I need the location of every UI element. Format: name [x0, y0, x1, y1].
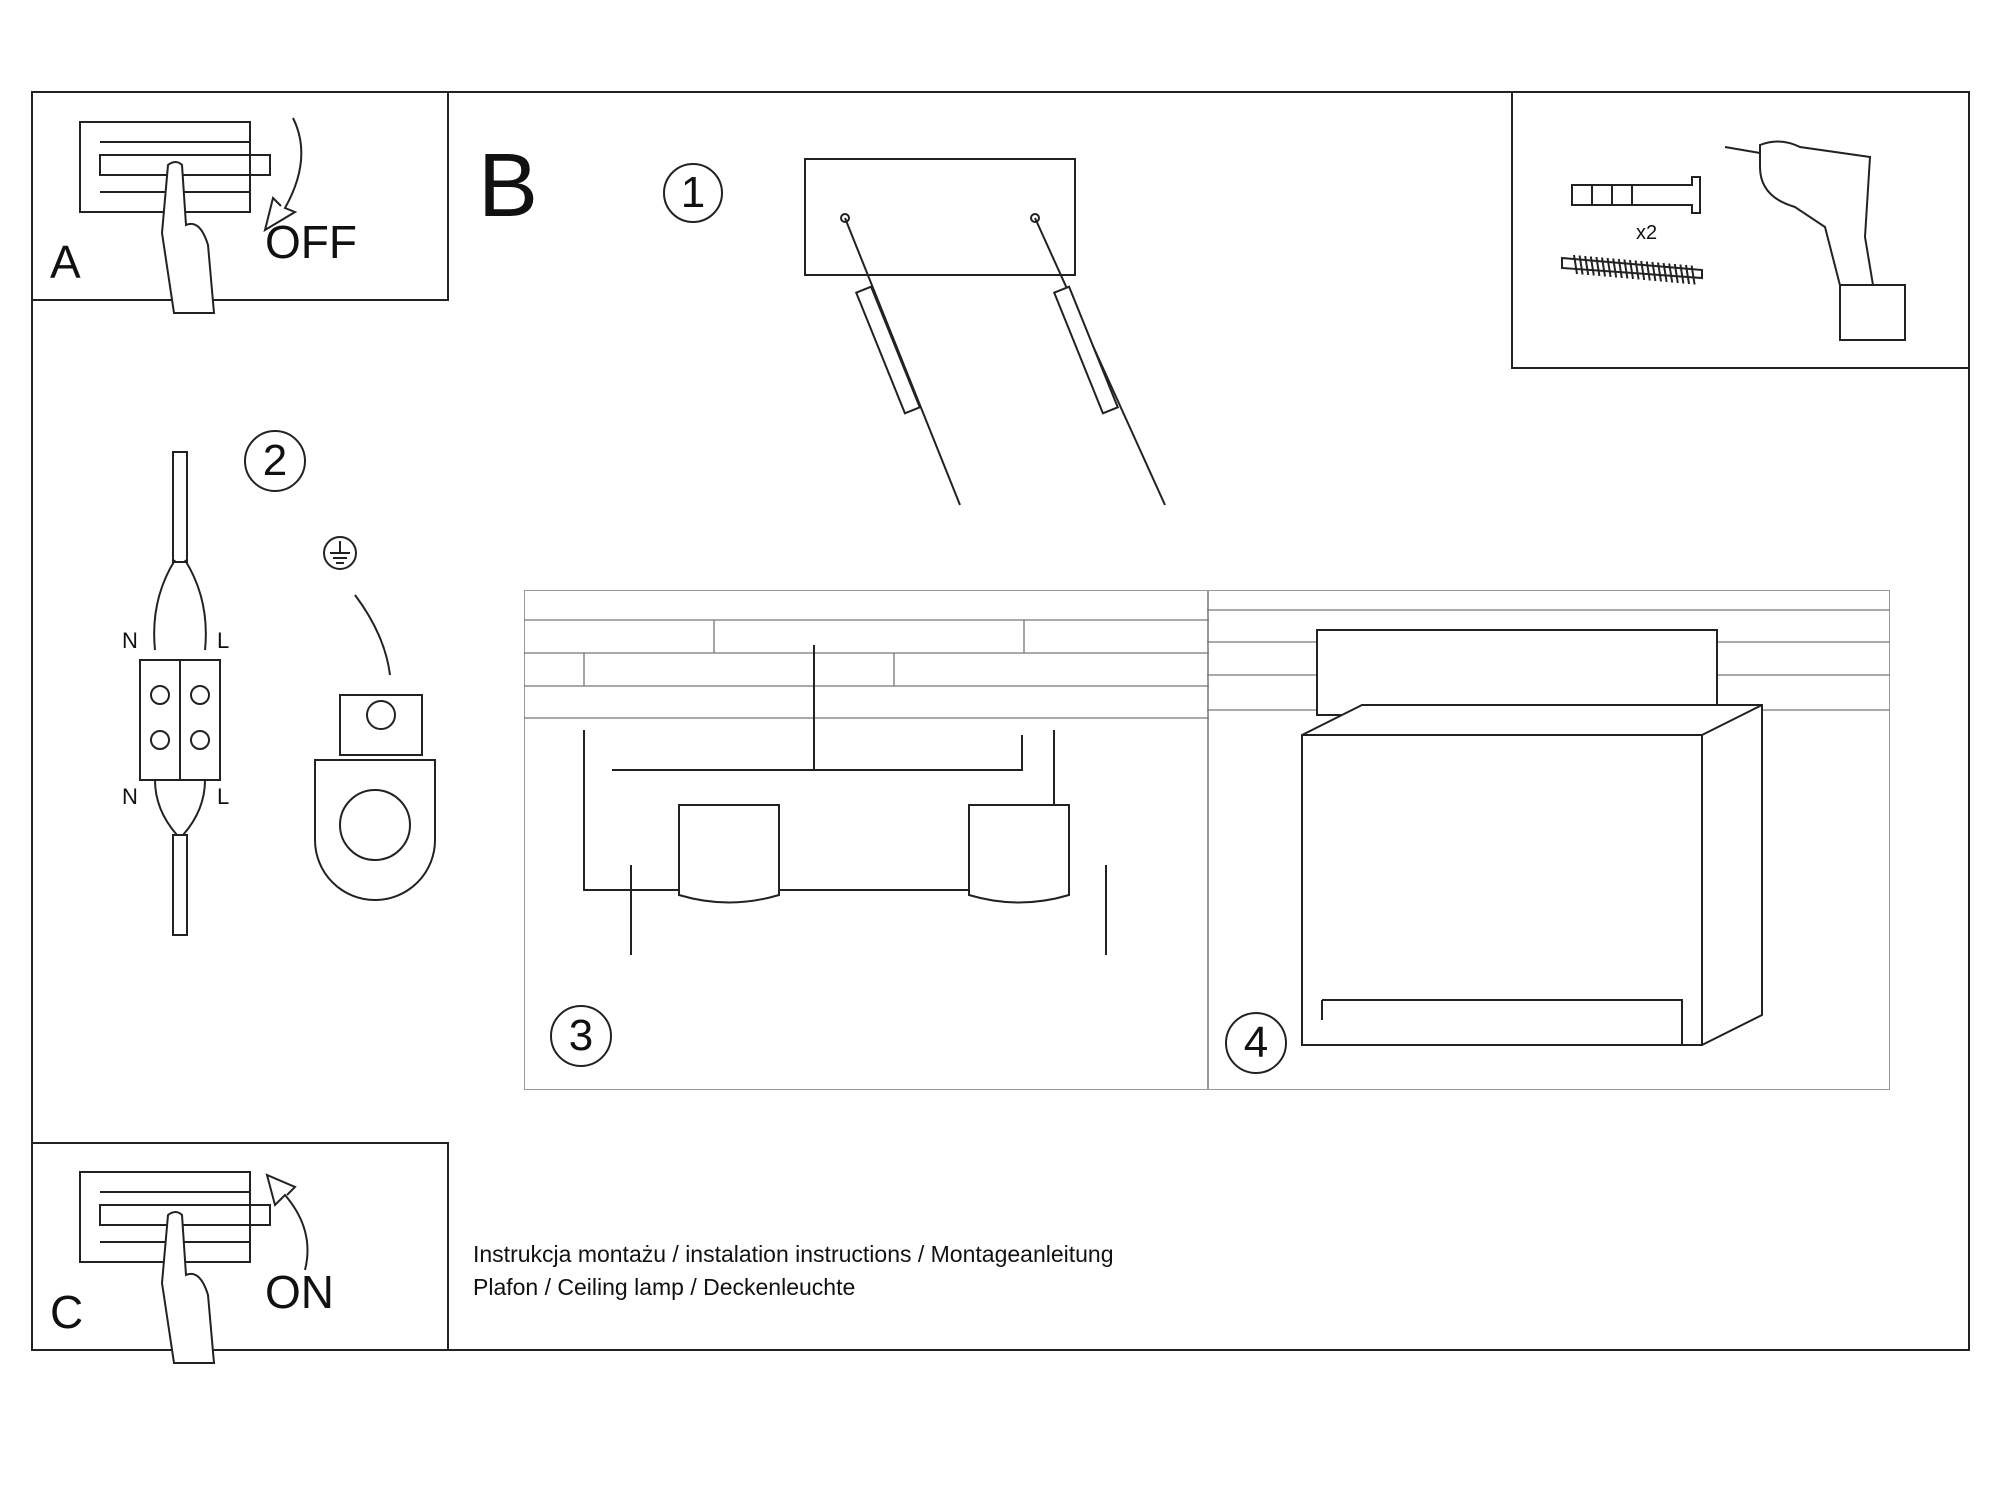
footer-title: Instrukcja montażu / instalation instruc… — [473, 1241, 1114, 1267]
quantity-label: x2 — [1636, 222, 1658, 244]
substep-1-number: 1 — [680, 168, 706, 217]
substep-4-number: 4 — [1243, 1018, 1269, 1067]
substep-3-number: 3 — [568, 1011, 594, 1060]
outer-frame — [31, 91, 1970, 1351]
step-a-letter: A — [50, 236, 81, 288]
mounting-plate-drilling-illustration — [804, 158, 1166, 506]
substep-1-badge: 1 — [663, 163, 723, 223]
step-c-letter: C — [50, 1286, 84, 1338]
substep-4-badge: 4 — [1225, 1012, 1287, 1074]
neutral-label-top: N — [122, 628, 138, 653]
neutral-label-bottom: N — [122, 784, 138, 809]
step-c-panel — [31, 1142, 449, 1351]
lamp-body-mounting-illustration — [1207, 609, 1890, 1046]
plate-mounting-illustration — [524, 619, 1209, 955]
drill-icon — [1724, 140, 1906, 341]
step-a-panel — [31, 91, 449, 301]
live-label-top: L — [217, 628, 230, 653]
step-c-label: ON — [265, 1266, 334, 1318]
tools-panel — [1511, 91, 1970, 369]
wall-plug-icon — [1571, 176, 1701, 214]
screw-icon — [1561, 254, 1703, 285]
substep-2-number: 2 — [262, 436, 288, 485]
substep-3-badge: 3 — [550, 1005, 612, 1067]
substep-2-badge: 2 — [244, 430, 306, 492]
step-a-label: OFF — [265, 216, 357, 268]
ground-terminal-illustration — [314, 536, 436, 901]
step-b-letter: B — [478, 136, 539, 236]
terminal-block-illustration — [139, 451, 221, 936]
footer-subtitle: Plafon / Ceiling lamp / Deckenleuchte — [473, 1274, 856, 1300]
substep-3-panel — [524, 590, 1209, 1090]
substep-4-panel — [1207, 590, 1890, 1090]
breaker-on-icon — [79, 1171, 309, 1364]
breaker-off-icon — [79, 117, 303, 314]
live-label-bottom: L — [217, 784, 230, 809]
